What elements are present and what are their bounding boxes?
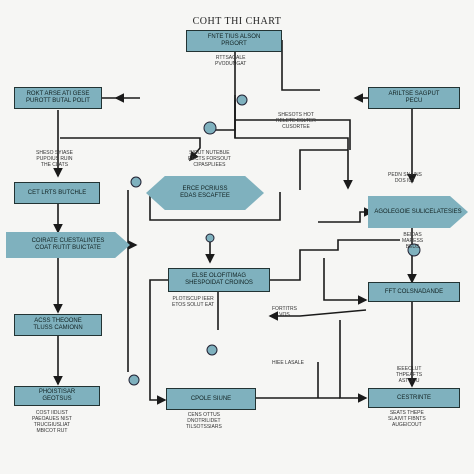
box-label: EDAS ESCAFTEE — [180, 193, 230, 199]
annotation-note: BEIDAS MARESS BEUS — [402, 232, 424, 250]
process-box-bottom-middle: CPOLE SIUNE — [166, 388, 256, 410]
box-label: GEOTSUS — [42, 396, 72, 402]
connector-diamond-right2 — [299, 149, 348, 190]
process-box-right-1: ARILTSE SAGPUT PECU — [368, 87, 460, 109]
box-label: PHOISTISAR — [38, 389, 76, 395]
process-box-left-4: ACSS THEOONE TLUSS CAMIONN — [14, 314, 102, 336]
box-label: CPOLE SIUNE — [190, 395, 232, 402]
annotation-note: PEDN SNAINS DOS IUT — [388, 172, 422, 184]
node-dot — [236, 94, 248, 106]
annotation-note: SHESOTS HOT RELETE ESLTER CUSORTEE — [276, 112, 316, 130]
node-dot — [203, 121, 217, 135]
box-label: FNTE TIUS ALSON — [207, 34, 261, 40]
connector-topright-loop — [235, 119, 351, 150]
annotation-note: PLOTISCUP IEER ETOS SOLUT EAT — [172, 296, 215, 308]
process-arrow-right-2: AGOLEGOIE SULICELATESIES — [368, 196, 468, 228]
process-box-right-3: FFT COLSNADANDE — [368, 282, 460, 302]
connector-top-to-topright — [281, 40, 320, 91]
process-box-top: FNTE TIUS ALSON PRGORT — [186, 30, 282, 52]
connector-left1-diamond — [60, 137, 201, 162]
process-box-left-2: CET LRTS BUTCHLE — [14, 182, 100, 204]
box-label: TLUSS CAMIONN — [33, 325, 83, 331]
box-label: ELSE OLOFITIMAG — [191, 273, 246, 279]
box-label: PRGORT — [221, 41, 247, 47]
box-label: COAT RUTIT BUICTATE — [35, 245, 101, 251]
annotation-note: COST IIDLIST PAEOAUES NIST TRUCGIUSLIAT … — [32, 410, 72, 434]
connector-right-to-right4 — [339, 320, 368, 403]
connector-mid-right — [270, 239, 400, 281]
connector-top-right — [234, 95, 353, 190]
annotation-note: CENS OTTUS DNOTRILIDET TILSOTSSIARS — [186, 412, 222, 430]
box-label: PUROTT BUTAL POLIT — [26, 98, 90, 104]
box-label: CESTRINTE — [396, 394, 431, 401]
process-box-left-1: ROKT ARSE ATI GESE PUROTT BUTAL POLIT — [14, 87, 102, 109]
node-dot — [206, 344, 218, 356]
box-label: SHESPOIDAT CROINOS — [185, 280, 253, 286]
connector-right-row — [318, 207, 374, 223]
box-label: ARILTSE SAGPUT — [388, 91, 440, 97]
node-dot — [205, 233, 215, 243]
process-box-middle: ELSE OLOFITIMAG SHESPOIDAT CROINOS — [168, 268, 270, 292]
process-arrow-left-3: COIRATE CUESTALINTES COAT RUTIT BUICTATE — [6, 232, 130, 258]
connector-right3-mid — [268, 309, 367, 321]
box-label: COIRATE CUESTALINTES — [31, 238, 105, 244]
process-box-right-4: CESTRINTE — [368, 388, 460, 408]
box-label: FFT COLSNADANDE — [384, 288, 444, 295]
box-label: CET LRTS BUTCHLE — [27, 189, 87, 196]
box-label: AGOLEGOIE SULICELATESIES — [374, 208, 462, 215]
box-label: ERCE PCRIUSS — [182, 186, 228, 192]
box-label: ROKT ARSE ATI GESE — [26, 91, 90, 97]
annotation-note: SHESO SYIASE PUPOIUS RUIN THE CLATS — [36, 150, 73, 168]
annotation-note: FORTITRS VOS — [272, 306, 297, 318]
connector-diamond-loop — [149, 190, 281, 221]
annotation-note: SIGUT NUTEBUE RECTS FORSOUT CIPASPLIEES — [188, 150, 231, 168]
annotation-note: IEEEOLUT THPEAFTS ASTUOU — [396, 366, 423, 384]
annotation-note: RTTSAGALE PVODUNGAT — [215, 55, 247, 67]
node-dot — [407, 243, 421, 257]
connector-right-mid-row — [323, 258, 368, 305]
decision-box: ERCE PCRIUSS EDAS ESCAFTEE — [146, 176, 264, 210]
chart-title: COHT THI CHART — [192, 16, 282, 27]
box-label: ACSS THEOONE — [34, 318, 82, 324]
process-box-left-5: PHOISTISAR GEOTSUS — [14, 386, 100, 406]
box-label: PECU — [405, 98, 423, 104]
annotation-note: HIEE LASALE — [272, 360, 304, 366]
connector-mid-left — [149, 279, 168, 405]
annotation-note: SEATS THEPE SLAIVIT FIBNTS AUGEICOUT — [388, 410, 426, 428]
node-dot — [128, 374, 140, 386]
node-dot — [130, 176, 142, 188]
